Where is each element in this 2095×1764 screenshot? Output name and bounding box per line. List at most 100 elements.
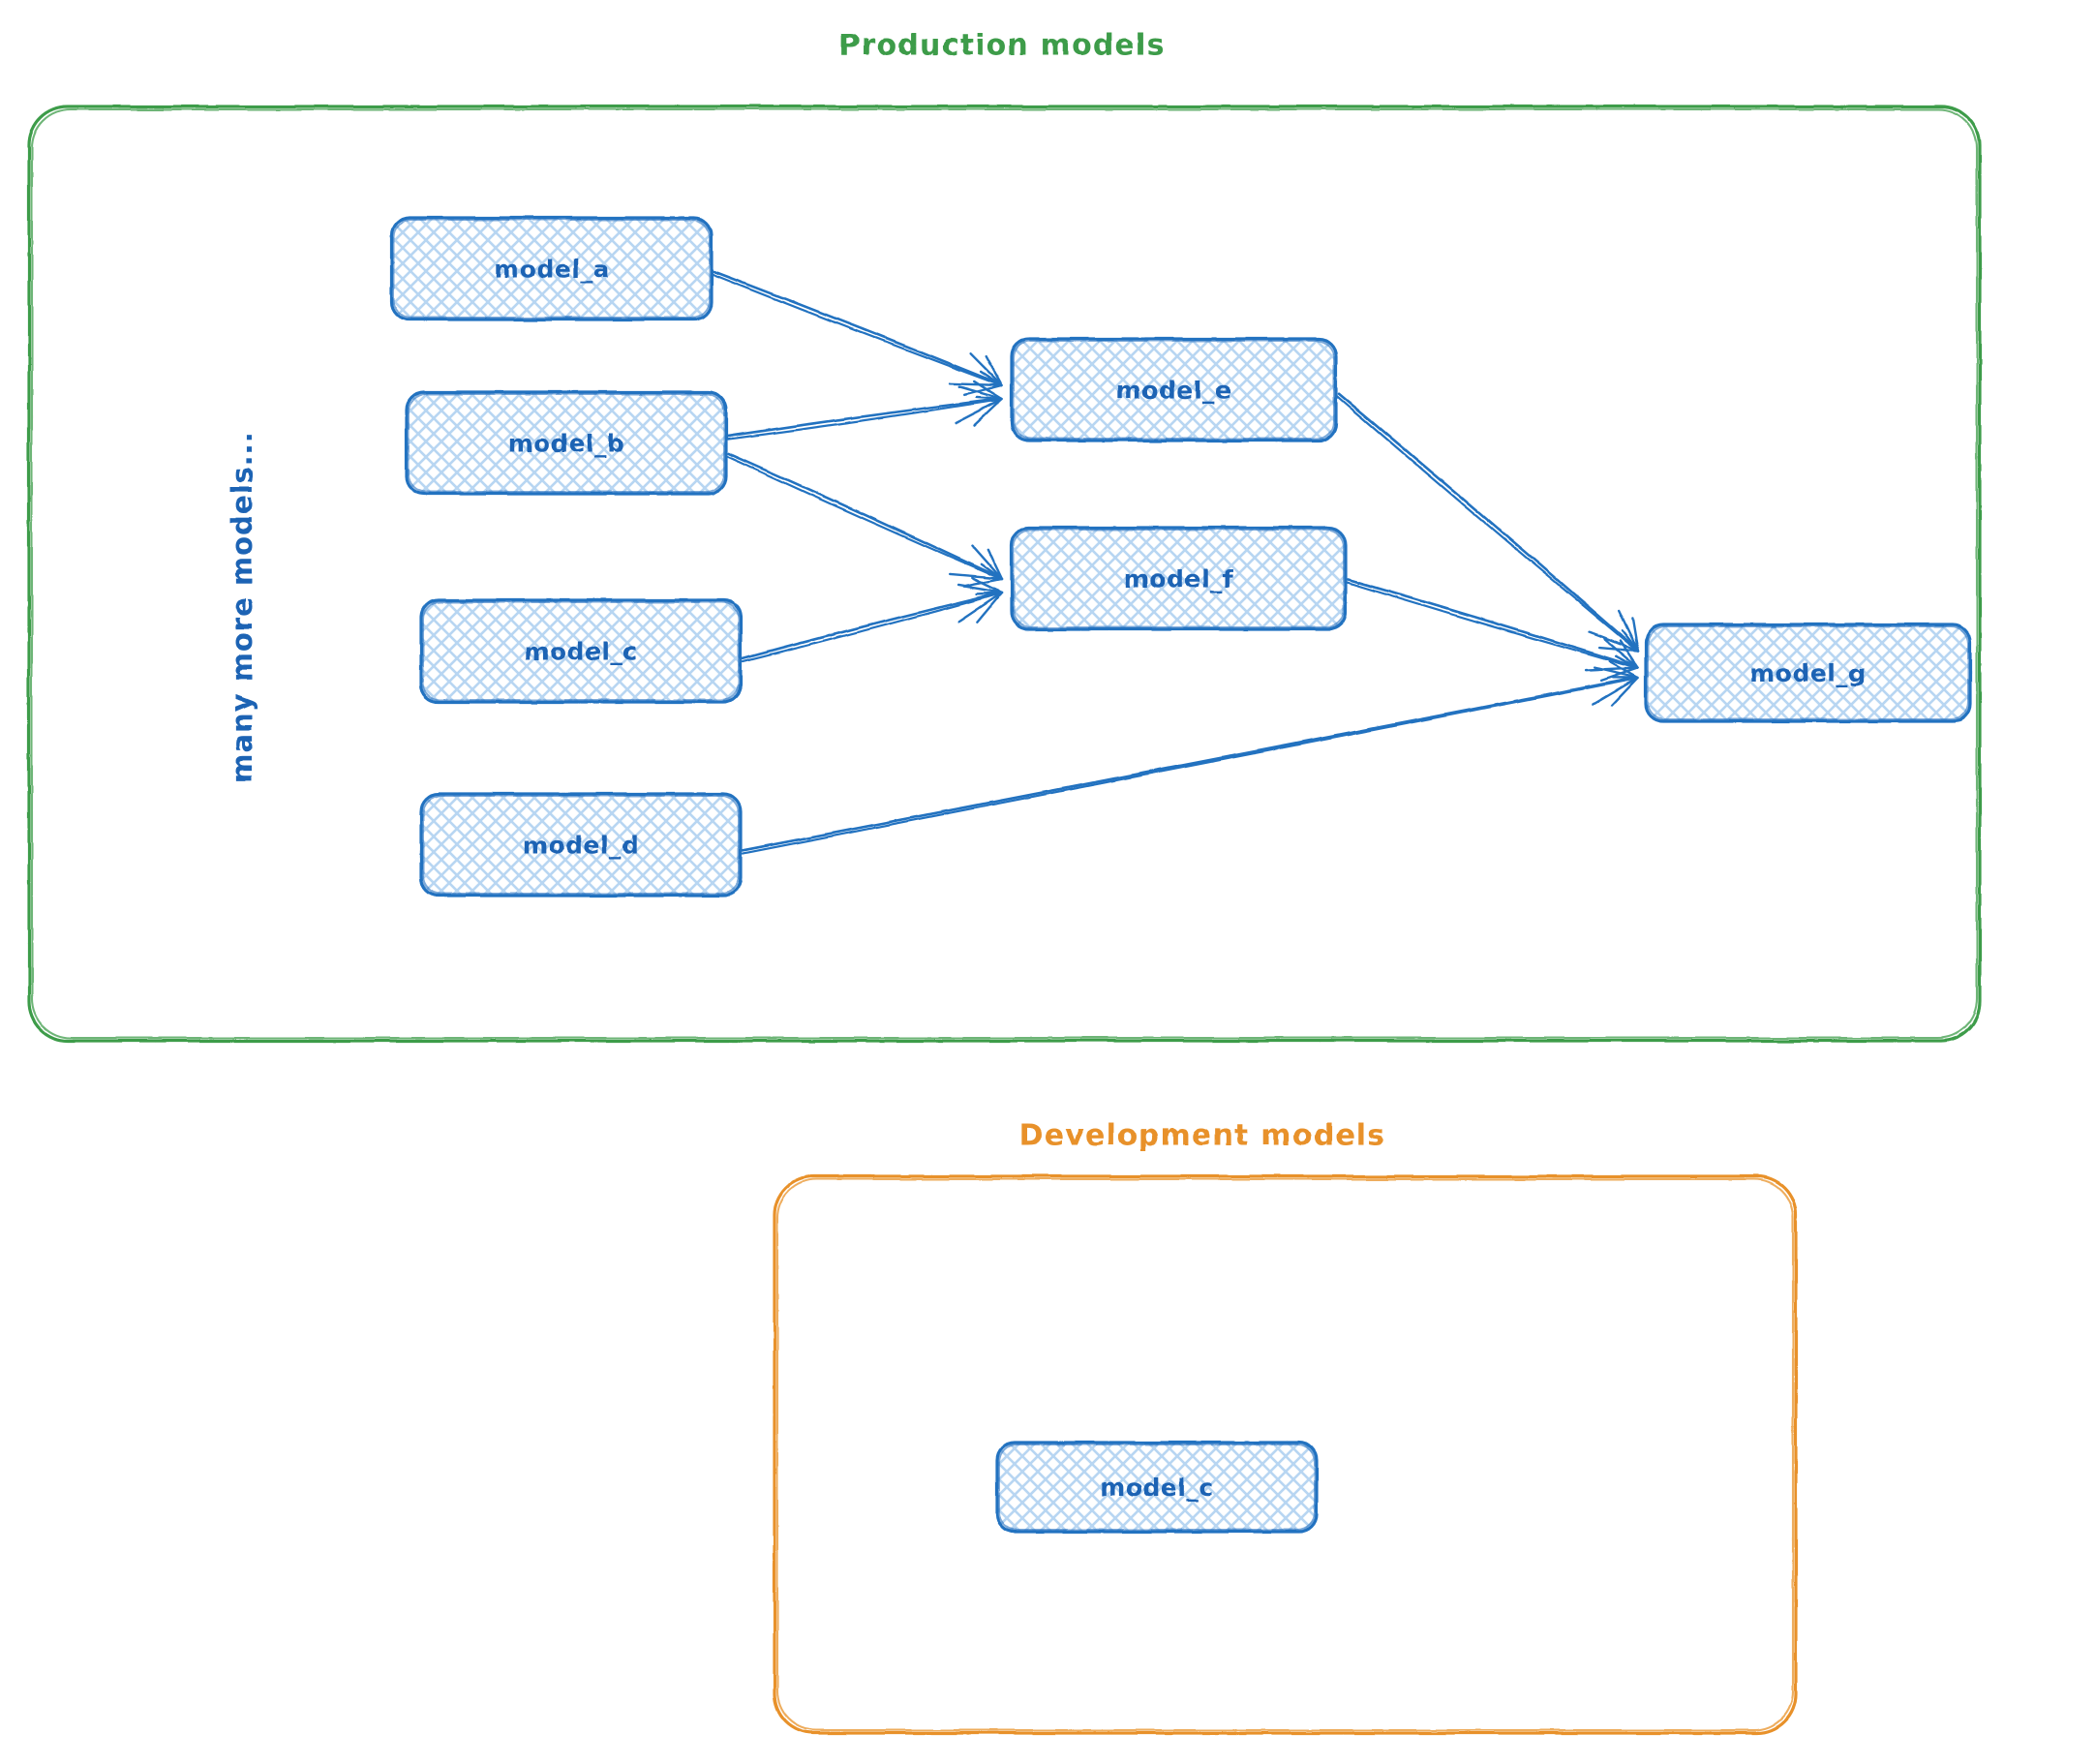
- node-fill: [1012, 528, 1346, 629]
- edge-arrowhead: [957, 385, 1004, 401]
- node-border: [1010, 337, 1338, 442]
- node-model_b[interactable]: model_b: [405, 390, 728, 496]
- node-border: [408, 393, 725, 493]
- edge-arrowhead: [972, 380, 1004, 401]
- edge-arrowhead: [1602, 637, 1640, 670]
- edge-line: [741, 592, 1000, 660]
- node-model_f[interactable]: model_f: [1010, 526, 1348, 631]
- edge-arrowhead: [1608, 660, 1640, 680]
- node-label: model_c: [1100, 1474, 1213, 1502]
- node-border: [995, 1441, 1319, 1534]
- group-production: [27, 105, 1982, 1043]
- node-fill: [421, 600, 741, 702]
- node-label: model_g: [1749, 659, 1867, 687]
- edge-arrowhead: [963, 383, 1004, 397]
- edge-arrowhead: [971, 577, 1004, 594]
- edge-line: [742, 678, 1636, 855]
- node-border: [422, 795, 740, 895]
- edge-arrowhead: [948, 573, 1004, 581]
- node-border: [405, 390, 728, 496]
- node-fill: [1646, 624, 1970, 721]
- node-fill: [1012, 339, 1336, 441]
- node-fill: [407, 392, 726, 494]
- edge-arrowhead: [1593, 666, 1640, 680]
- many-more-models-note: many more models...: [226, 431, 258, 782]
- edge-arrowhead: [948, 382, 1004, 387]
- edge-arrowhead: [976, 591, 1004, 623]
- edge-e-g: [1335, 392, 1640, 653]
- edge-arrowhead: [971, 544, 1004, 581]
- node-label: model_d: [523, 832, 640, 860]
- node-label: model_f: [1124, 565, 1234, 593]
- edge-b-f: [726, 452, 1004, 588]
- production-group-border: [27, 105, 1982, 1043]
- edge-c-f: [741, 577, 1004, 663]
- edge-arrowhead: [1614, 654, 1640, 670]
- node-label: model_c: [524, 638, 637, 666]
- edge-arrowhead: [1621, 629, 1640, 653]
- edge-line: [1346, 581, 1636, 669]
- node-label: model_a: [494, 256, 610, 284]
- node-fill: [392, 218, 712, 319]
- edge-arrowhead: [954, 397, 1004, 425]
- node-label: model_b: [508, 430, 625, 458]
- edge-a-e: [712, 270, 1004, 397]
- node-model_d[interactable]: model_d: [419, 792, 743, 897]
- node-border: [1644, 623, 1972, 723]
- edge-b-e: [726, 380, 1004, 441]
- edge-arrowhead: [979, 370, 1004, 387]
- edge-arrowhead: [1617, 609, 1640, 653]
- edge-line: [1335, 395, 1636, 650]
- edge-arrowhead: [1597, 646, 1640, 653]
- node-border: [1013, 340, 1335, 440]
- node-model_a[interactable]: model_a: [390, 216, 714, 321]
- edge-arrowhead: [1631, 617, 1640, 653]
- edge-line: [742, 593, 1000, 663]
- node-model_c_dev[interactable]: model_c: [995, 1441, 1319, 1534]
- node-border: [1010, 526, 1348, 631]
- edge-arrowhead: [1588, 630, 1640, 653]
- production-group-border-sketch: [30, 107, 1979, 1040]
- production-group-title: Production models: [838, 29, 1165, 63]
- group-development: [773, 1174, 1798, 1735]
- edge-arrowhead: [975, 396, 1004, 401]
- edge-arrowhead: [969, 352, 1004, 387]
- edge-f-g: [1346, 578, 1640, 683]
- edge-line: [713, 270, 1000, 385]
- node-border: [393, 219, 711, 319]
- edge-line: [1337, 392, 1637, 650]
- node-border: [419, 598, 743, 704]
- edge-arrowhead: [1584, 666, 1640, 672]
- edge-arrowhead: [956, 584, 1004, 594]
- node-model_e[interactable]: model_e: [1010, 337, 1338, 442]
- node-border: [1647, 625, 1969, 720]
- node-model_g[interactable]: model_g: [1644, 623, 1972, 723]
- edge-arrowhead: [980, 563, 1004, 581]
- node-fill: [421, 794, 741, 896]
- edge-line: [726, 397, 1000, 438]
- development-group-border-sketch: [775, 1177, 1795, 1732]
- edge-arrowhead: [1592, 676, 1640, 706]
- development-group-border: [773, 1174, 1798, 1735]
- node-model_c[interactable]: model_c: [419, 598, 743, 704]
- node-border: [422, 601, 740, 701]
- edge-line: [741, 676, 1636, 852]
- edge-arrowhead: [985, 354, 1004, 387]
- node-border: [998, 1444, 1316, 1531]
- edge-line: [726, 455, 1000, 579]
- edge-arrowhead: [957, 591, 1004, 623]
- edge-arrowhead: [1610, 676, 1640, 708]
- node-border: [419, 792, 743, 897]
- edge-line: [727, 452, 1000, 579]
- node-fill: [997, 1443, 1317, 1532]
- edge-arrowhead: [987, 548, 1004, 581]
- edge-arrowhead: [972, 397, 1004, 427]
- edge-line: [712, 273, 1000, 386]
- edge-arrowhead: [1619, 639, 1640, 670]
